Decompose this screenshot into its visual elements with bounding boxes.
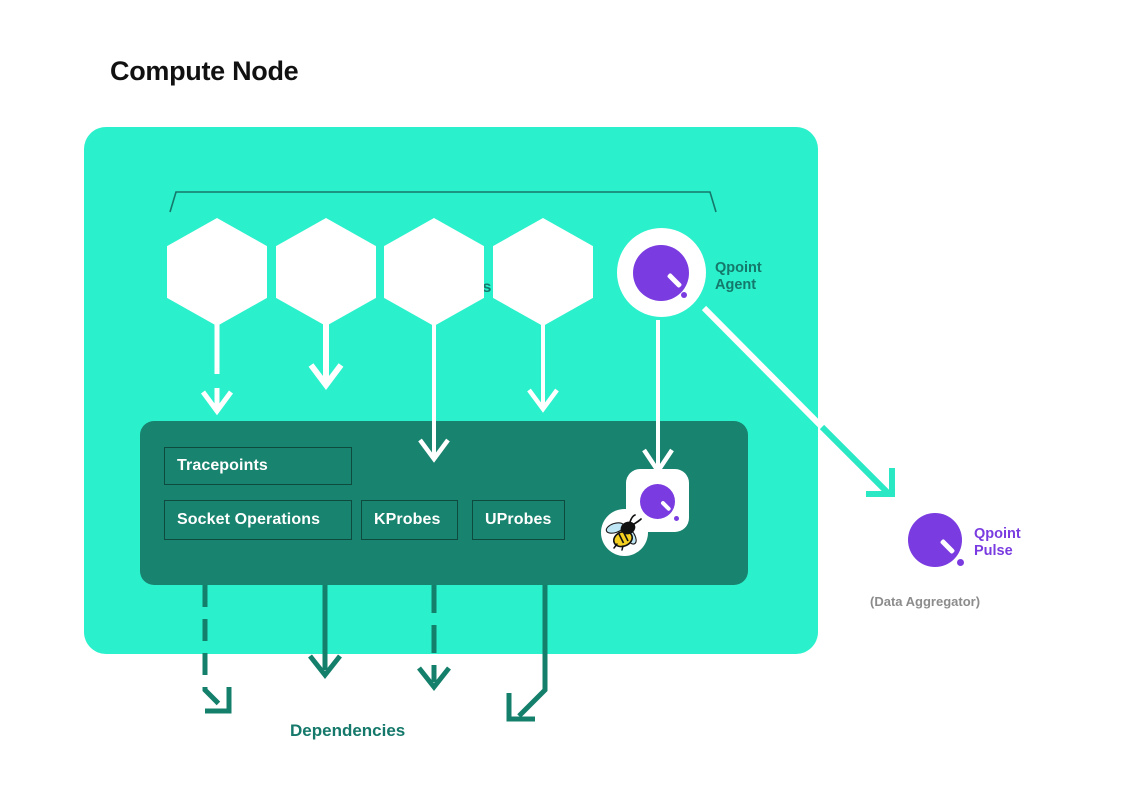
qpoint-agent-label-line1: Qpoint — [715, 260, 762, 276]
probe-box-socket-operations[interactable]: Socket Operations — [164, 500, 352, 540]
qpoint-logo-slash — [939, 538, 956, 555]
arrowhead-dependency-2 — [308, 654, 342, 680]
arrow-agent-to-pulse-outer — [819, 424, 893, 498]
qpoint-logo-dot-pulse — [957, 559, 964, 566]
dependencies-label: Dependencies — [290, 721, 406, 740]
probe-box-tracepoints[interactable]: Tracepoints — [164, 447, 352, 485]
qpoint-logo-slash — [660, 500, 672, 512]
qpoint-agent-label: Qpoint Agent — [715, 260, 795, 294]
qpoint-logo-icon-pulse — [908, 513, 962, 567]
arrowhead-dependency-1 — [205, 687, 232, 714]
page-title: Compute Node — [110, 56, 299, 86]
qpoint-logo-dot-kernel — [674, 516, 679, 521]
arrowhead-dependency-4 — [506, 693, 535, 722]
qpoint-pulse-subtitle: (Data Aggregator) — [870, 594, 981, 609]
qpoint-pulse-label-line2: Pulse — [974, 543, 1013, 559]
qpoint-logo-slash — [666, 272, 683, 289]
qpoint-pulse-label-line1: Qpoint — [974, 526, 1021, 542]
qpoint-agent-label-line2: Agent — [715, 277, 757, 293]
qpoint-logo-icon-agent — [633, 245, 689, 301]
arrowhead-agent-to-pulse — [866, 468, 895, 497]
qpoint-pulse-label: Qpoint Pulse — [974, 526, 1074, 560]
arrowhead-dependency-3 — [417, 666, 451, 692]
ebpf-bee-icon — [605, 514, 642, 551]
qpoint-logo-icon-kernel — [640, 484, 675, 519]
probe-box-kprobes[interactable]: KProbes — [361, 500, 458, 540]
probe-box-uprobes[interactable]: UProbes — [472, 500, 565, 540]
qpoint-logo-dot-agent — [681, 292, 687, 298]
